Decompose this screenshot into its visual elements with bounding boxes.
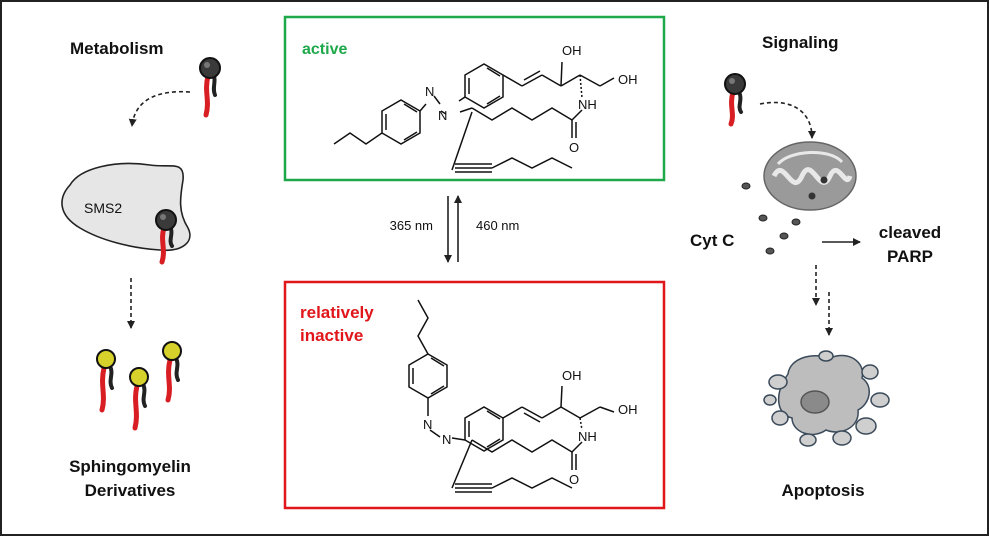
active-n1: N	[425, 84, 434, 99]
inactive-structure	[408, 299, 615, 493]
active-label: active	[302, 41, 347, 58]
sm-derivative-3	[162, 341, 182, 403]
active-box	[283, 15, 666, 182]
relatively-label: relatively	[300, 303, 374, 322]
probe-top-left	[199, 57, 221, 118]
derivatives-label: Derivatives	[85, 481, 176, 500]
inactive-nh: NH	[578, 429, 597, 444]
inactive-n1: N	[423, 417, 432, 432]
mitochondrion-icon	[763, 141, 857, 211]
metabolism-arrow-1	[128, 90, 191, 127]
inactive-n2: N	[442, 432, 451, 447]
inactive-label: inactive	[300, 326, 363, 345]
inactive-oh2: OH	[618, 402, 638, 417]
inactive-atom-labels: N N OH OH NH O	[423, 368, 638, 487]
cleaved-label: cleaved	[879, 223, 941, 242]
probe-bound-enzyme	[155, 209, 177, 265]
sms2-enzyme-shape	[61, 162, 191, 252]
sm-derivative-2	[129, 367, 149, 431]
active-atom-labels: N N OH OH NH O	[425, 43, 638, 155]
active-n2: N	[438, 108, 447, 123]
probe-top-right	[724, 73, 746, 127]
active-oh2: OH	[618, 72, 638, 87]
cytc-dots	[741, 182, 801, 255]
cytc-label: Cyt C	[690, 231, 734, 250]
active-structure	[333, 61, 615, 173]
sm-derivative-1	[96, 349, 116, 413]
inactive-o: O	[569, 472, 579, 487]
signaling-heading: Signaling	[762, 33, 839, 52]
active-oh1: OH	[562, 43, 582, 58]
sms2-label: SMS2	[84, 200, 122, 216]
inactive-oh1: OH	[562, 368, 582, 383]
metabolism-heading: Metabolism	[70, 39, 164, 58]
sphingomyelin-label: Sphingomyelin	[69, 457, 191, 476]
wavelength-460: 460 nm	[476, 218, 519, 233]
inactive-box	[283, 280, 666, 510]
signaling-arrow-1	[759, 101, 816, 139]
wavelength-365: 365 nm	[390, 218, 433, 233]
active-nh: NH	[578, 97, 597, 112]
parp-label: PARP	[887, 247, 933, 266]
apoptosis-label: Apoptosis	[781, 481, 864, 500]
active-o: O	[569, 140, 579, 155]
apoptotic-cell-icon	[763, 350, 890, 447]
